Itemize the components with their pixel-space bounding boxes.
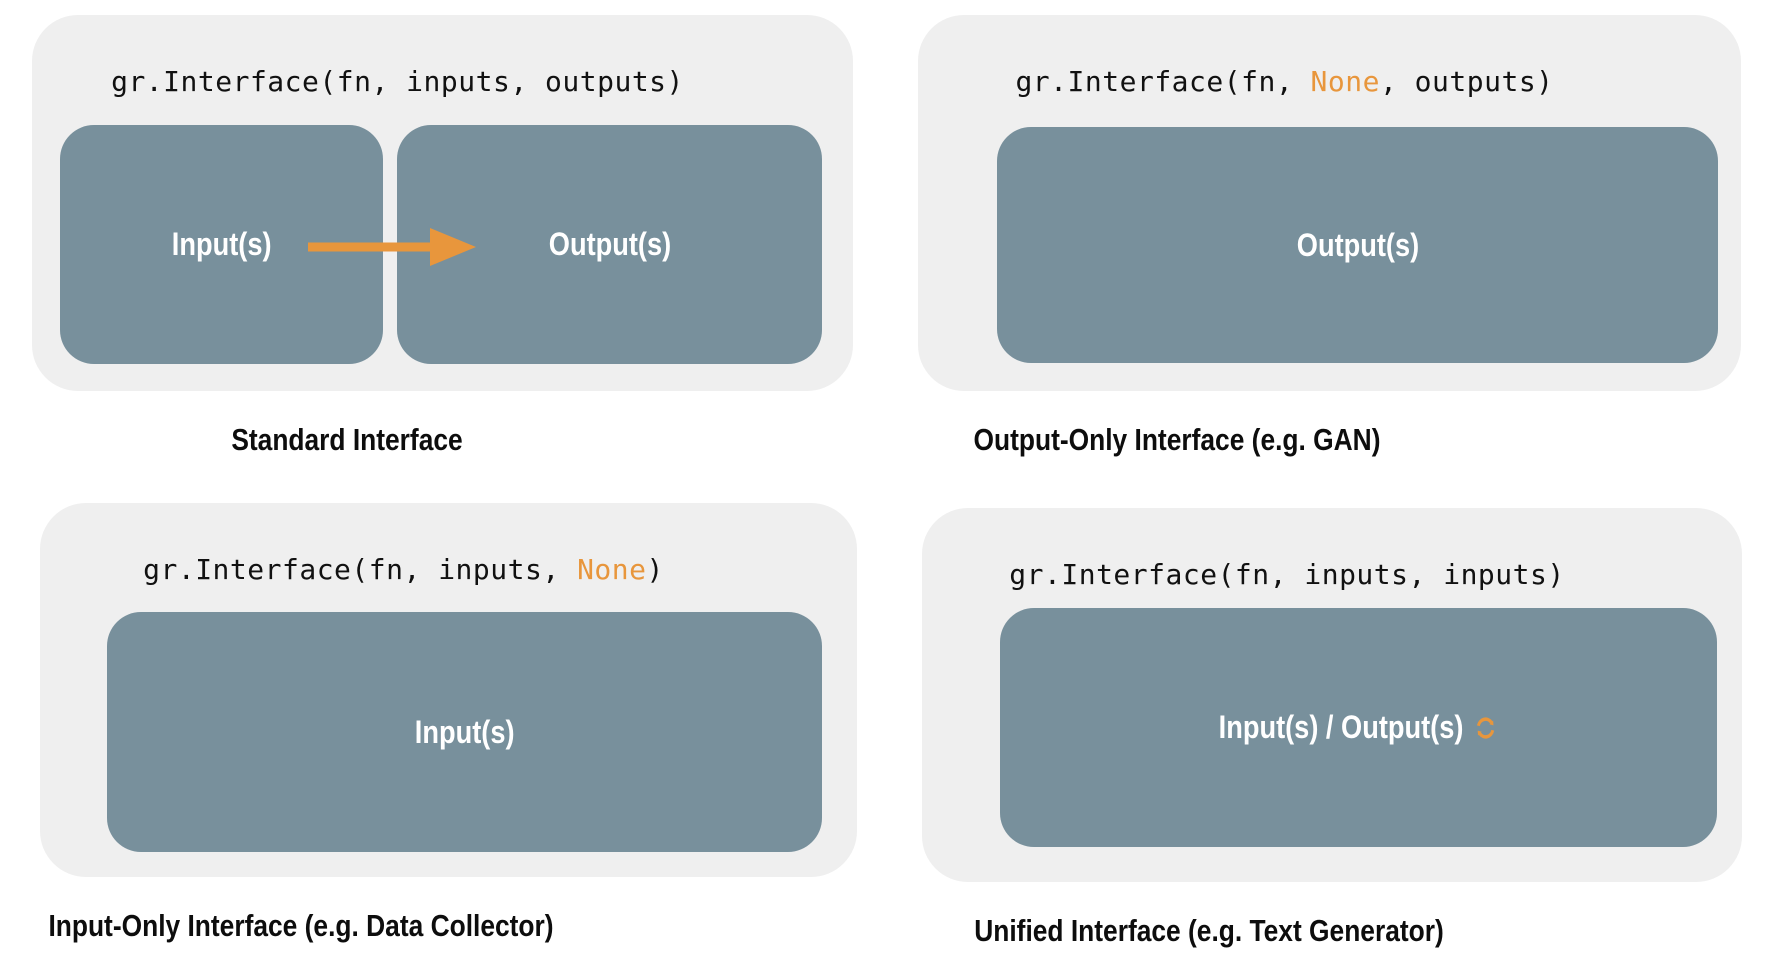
- code-text: ): [646, 553, 664, 586]
- code-text: gr.Interface(fn, inputs, inputs): [1009, 558, 1565, 591]
- output-box: Output(s): [997, 127, 1718, 363]
- code-line-standard: gr.Interface(fn, inputs, outputs): [32, 65, 853, 98]
- panel-unified-interface: gr.Interface(fn, inputs, inputs) Input(s…: [922, 508, 1742, 882]
- code-highlight-none: None: [1310, 65, 1380, 98]
- code-text: gr.Interface(fn,: [1015, 65, 1311, 98]
- code-text: , outputs): [1379, 65, 1554, 98]
- box-label: Input(s): [414, 713, 515, 750]
- code-line-input-only: gr.Interface(fn, inputs, None): [40, 553, 857, 586]
- panel-input-only-interface: gr.Interface(fn, inputs, None) Input(s): [40, 503, 857, 877]
- box-label-row: Input(s) / Output(s): [1219, 709, 1499, 746]
- input-box: Input(s): [107, 612, 822, 852]
- box-label: Output(s): [548, 226, 671, 262]
- code-text: gr.Interface(fn, inputs, outputs): [111, 65, 684, 98]
- box-label: Input(s) / Output(s): [1218, 709, 1464, 745]
- box-label: Input(s): [171, 226, 272, 262]
- code-line-output-only: gr.Interface(fn, None, outputs): [918, 65, 1741, 98]
- panel-caption-output-only: Output-Only Interface (e.g. GAN): [973, 422, 1381, 457]
- box-label: Output(s): [1296, 226, 1419, 263]
- panel-output-only-interface: gr.Interface(fn, None, outputs) Output(s…: [918, 15, 1741, 391]
- code-highlight-none: None: [577, 553, 647, 586]
- panel-caption-input-only: Input-Only Interface (e.g. Data Collecto…: [48, 908, 554, 943]
- panel-standard-interface: gr.Interface(fn, inputs, outputs) Input(…: [32, 15, 853, 391]
- input-output-box: Input(s) / Output(s): [1000, 608, 1717, 847]
- panel-caption-standard: Standard Interface: [231, 422, 463, 457]
- panel-caption-unified: Unified Interface (e.g. Text Generator): [974, 913, 1444, 948]
- cycle-icon: [1476, 716, 1495, 739]
- right-arrow-icon: [308, 228, 476, 266]
- code-line-unified: gr.Interface(fn, inputs, inputs): [922, 558, 1742, 591]
- code-text: gr.Interface(fn, inputs,: [143, 553, 578, 586]
